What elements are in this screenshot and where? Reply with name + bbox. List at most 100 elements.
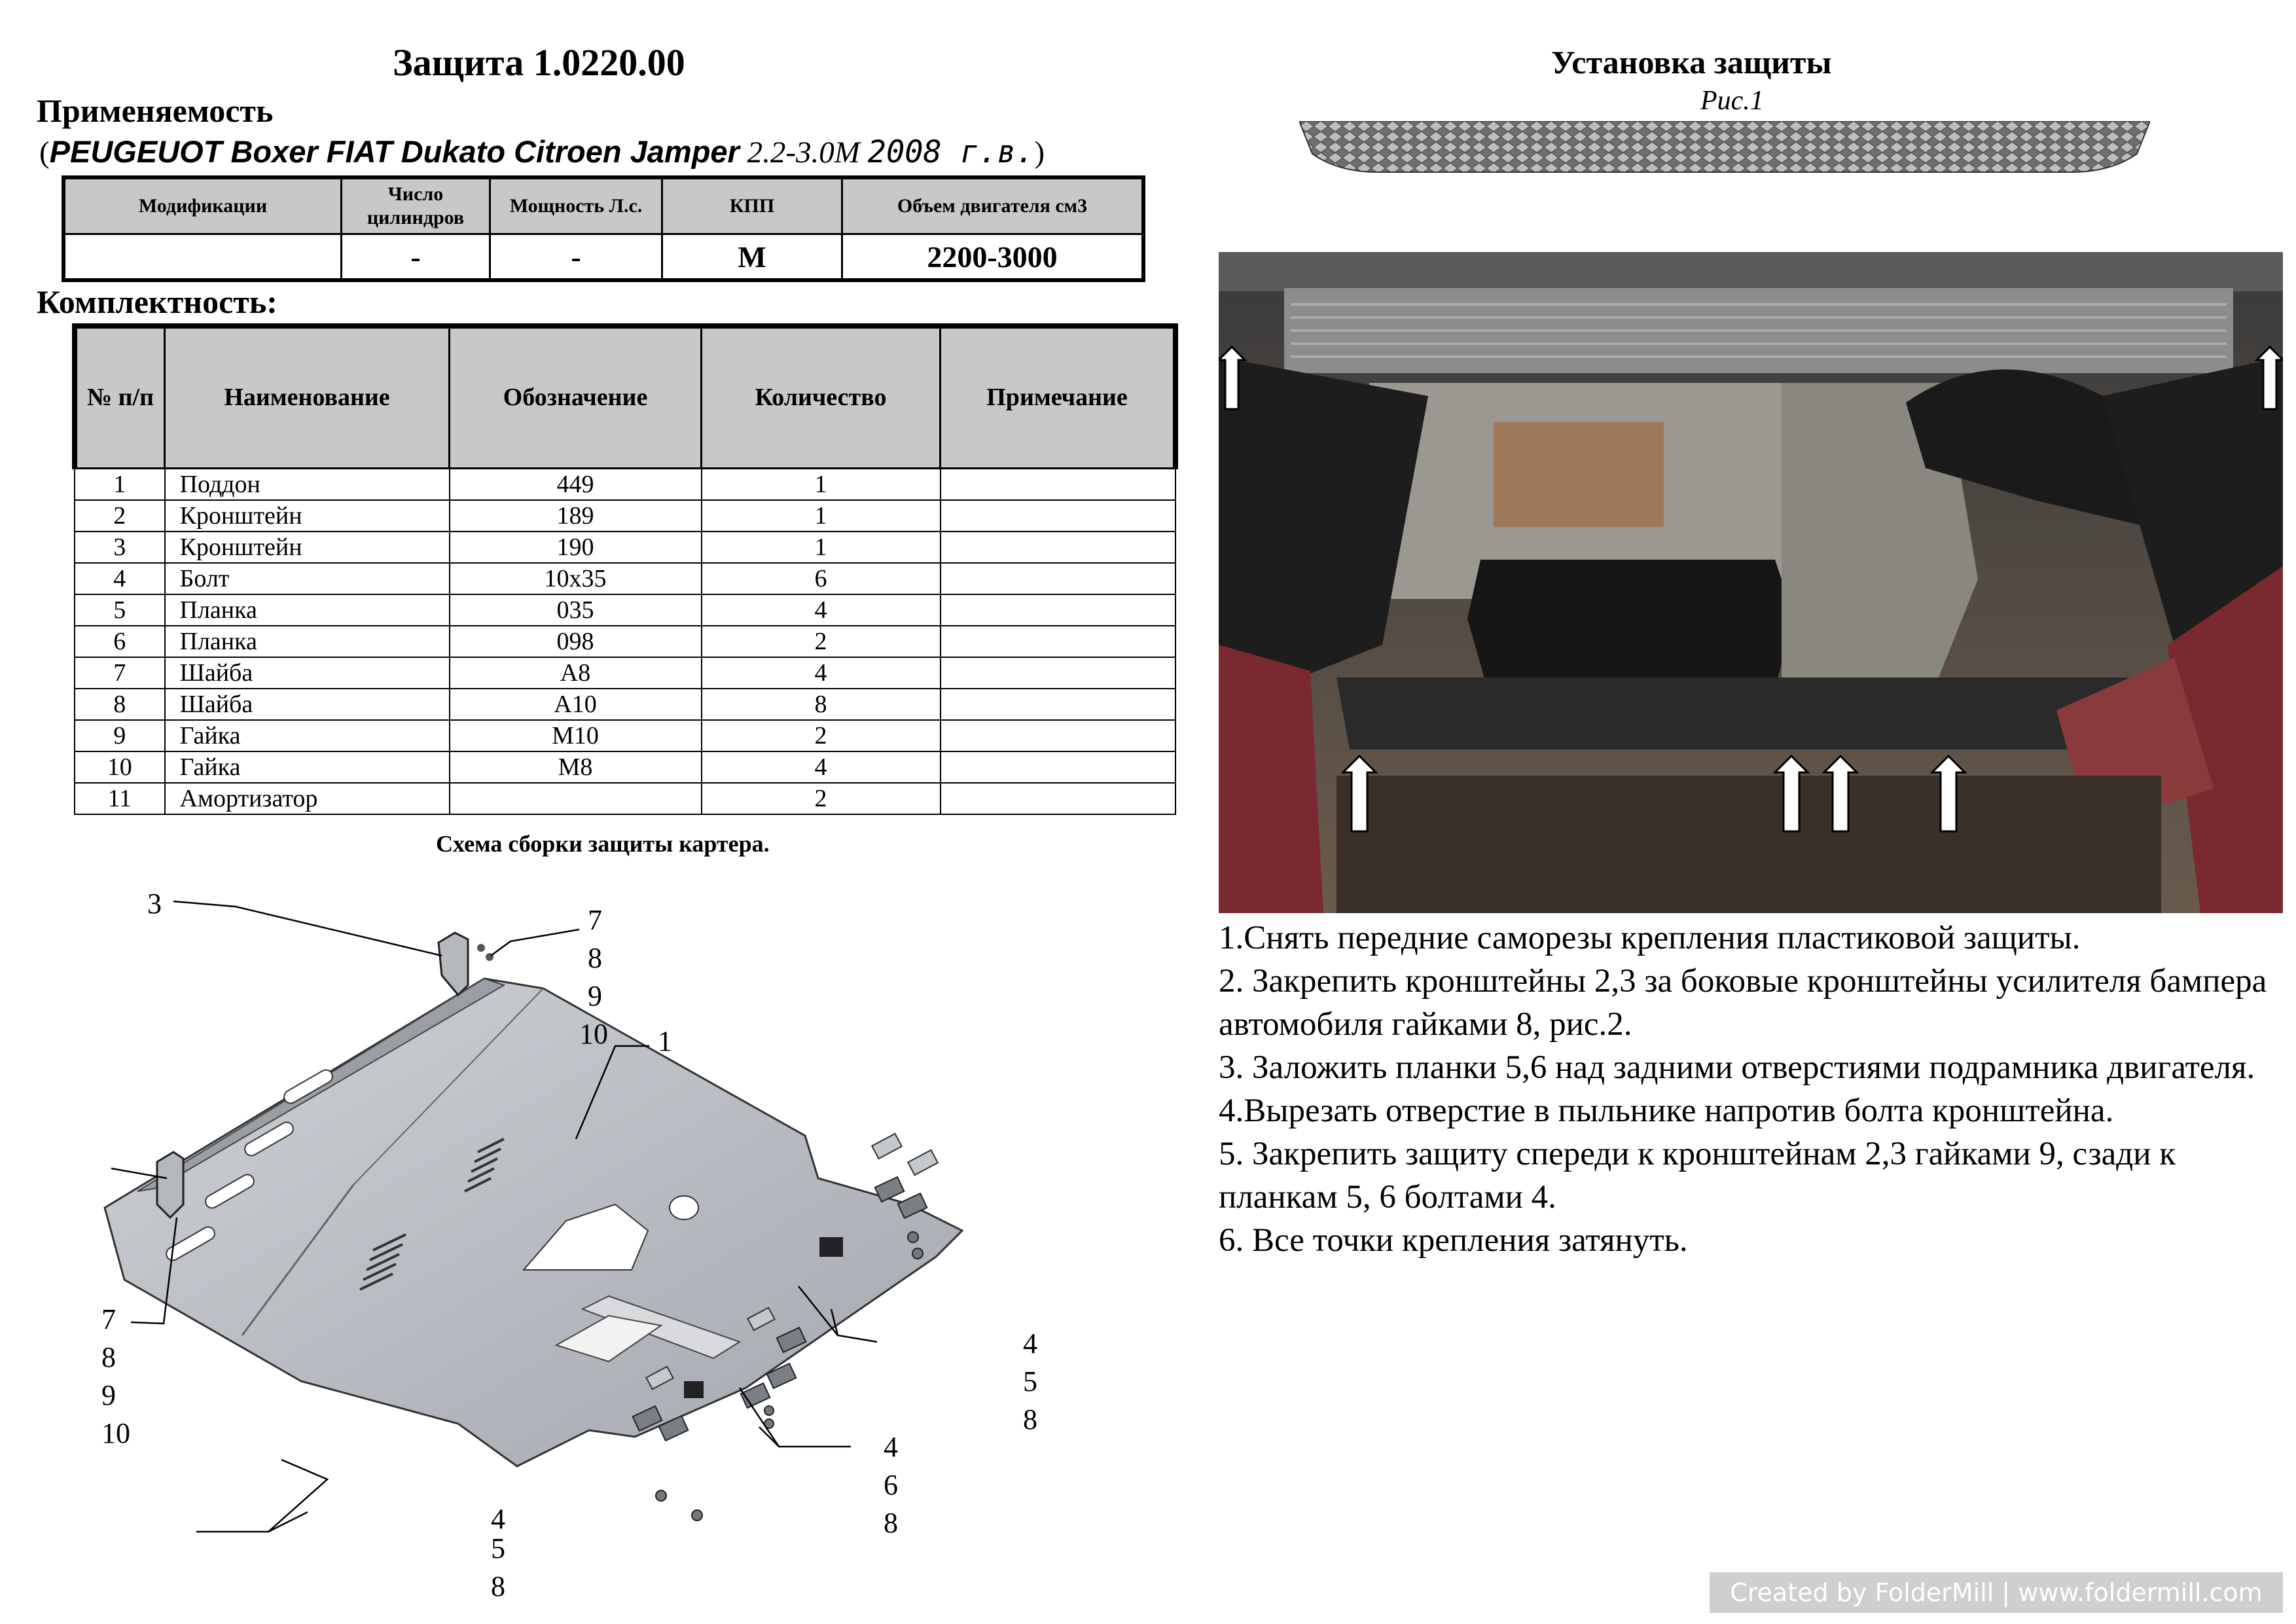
kit-cell: 7: [74, 657, 166, 689]
bracket-3-fasteners: [477, 944, 493, 961]
kit-cell: М8: [448, 751, 702, 784]
kit-cell: Шайба: [164, 688, 450, 721]
kit-cell: 4: [700, 657, 941, 689]
kit-cell: Планка: [164, 594, 450, 626]
vehicle-models: (PEUGEUOT Boxer FIAT Dukato Citroen Jamp…: [39, 134, 1045, 170]
bumper-block: [819, 1237, 843, 1257]
kit-cell: 4: [700, 751, 941, 784]
spec-header: Объем двигателя см3: [841, 176, 1145, 235]
kit-cell: 098: [448, 625, 702, 658]
leader-lines: [111, 900, 878, 1533]
kit-header: Обозначение: [448, 323, 702, 469]
loose-plates: [645, 1132, 939, 1390]
kit-cell: 1: [700, 531, 941, 564]
arrow-up-icon: [1340, 754, 1378, 833]
kit-cell: 2: [700, 625, 941, 658]
kit-header: Количество: [700, 323, 941, 469]
watermark: Created by FolderMill | www.foldermill.c…: [1710, 1572, 2283, 1613]
label-3: 3: [147, 888, 162, 920]
figure-label: Рис.1: [1700, 86, 1764, 116]
plate-recess: [581, 1295, 742, 1360]
bracket-2: [156, 1151, 185, 1219]
label-8-bottom-text: 8: [491, 1570, 505, 1602]
plate-slots: [166, 1069, 333, 1261]
kit-cell: Шайба: [164, 657, 450, 689]
label-4-mid: 4: [884, 1431, 898, 1463]
kit-cell: 11: [74, 782, 166, 815]
kit-table: № п/п Наименование Обозначение Количеств…: [72, 323, 1178, 815]
spec-cell: 2200-3000: [841, 233, 1145, 281]
kit-label: Комплектность:: [37, 283, 278, 320]
plate-window: [554, 1314, 663, 1363]
label-5-right: 5: [1023, 1365, 1037, 1398]
oil-pan: [1467, 560, 1795, 710]
bolts: [655, 1231, 924, 1521]
kit-cell: 4: [700, 594, 941, 626]
kit-cell: [448, 782, 702, 815]
bracket-3: [437, 931, 469, 997]
bumper-block: [684, 1381, 704, 1398]
kit-cell: 2: [74, 499, 166, 532]
kit-header: Наименование: [164, 323, 450, 469]
spec-header: Число цилиндров: [340, 176, 491, 235]
label-10-left: 10: [101, 1417, 130, 1449]
kit-cell: Болт: [164, 562, 450, 595]
kit-cell: [939, 657, 1176, 689]
document-title: Защита 1.0220.00: [393, 41, 685, 84]
plate-cutout: [522, 1203, 649, 1271]
kit-cell: 1: [74, 467, 166, 501]
arrow-up-icon: [2254, 345, 2283, 410]
label-6-mid: 6: [884, 1469, 898, 1501]
spec-cell: -: [489, 233, 663, 281]
install-title: Установка защиты: [1551, 44, 1832, 81]
kit-cell: [939, 562, 1176, 595]
step-2: 2. Закрепить кронштейны 2,3 за боковые к…: [1219, 963, 2267, 1043]
step-5: 5. Закрепить защиту спереди к кронштейна…: [1219, 1136, 2176, 1216]
step-1: 1.Снять передние саморезы крепления плас…: [1219, 920, 2081, 956]
label-8-top: 8: [588, 942, 602, 974]
kit-cell: [939, 719, 1176, 752]
kit-cell: [939, 625, 1176, 658]
label-8-left: 8: [101, 1341, 116, 1373]
kit-cell: 9: [74, 719, 166, 752]
arrow-up-icon: [1821, 754, 1859, 833]
mount-arrows: [1219, 345, 2283, 833]
spec-cell: М: [661, 233, 843, 281]
kit-cell: 8: [700, 688, 941, 721]
step-4: 4.Вырезать отверстие в пыльнике напротив…: [1219, 1092, 2114, 1129]
kit-cell: [939, 531, 1176, 564]
drawing-labels: 3 7 8 9 10 1 2 7 8 9 10 4 5 8 4 6 8 4 5: [101, 888, 1037, 1539]
models-open: (: [39, 135, 50, 170]
skid-plate: [103, 977, 964, 1468]
label-8-mid: 8: [884, 1507, 898, 1539]
kit-cell: [939, 499, 1176, 532]
models-brands: PEUGEUOT Boxer FIAT Dukato Citroen Jampe…: [49, 134, 740, 169]
label-9-left: 9: [101, 1379, 116, 1411]
kit-cell: 10: [74, 751, 166, 784]
arrow-up-icon: [1772, 754, 1810, 833]
kit-cell: [939, 594, 1176, 626]
kit-cell: 190: [448, 531, 702, 564]
kit-cell: 1: [700, 499, 941, 532]
radiator-fins: [1291, 303, 2227, 358]
arrow-up-icon: [1219, 345, 1247, 410]
kit-cell: Поддон: [164, 467, 450, 501]
kit-header: Примечание: [939, 323, 1178, 469]
label-7-top: 7: [588, 904, 602, 936]
kit-cell: [939, 688, 1176, 721]
step-6: 6. Все точки крепления затянуть.: [1219, 1222, 1688, 1259]
schema-caption: Схема сборки защиты картера.: [436, 831, 770, 857]
kit-cell: М10: [448, 719, 702, 752]
kit-cell: [939, 782, 1176, 815]
kit-cell: 4: [74, 562, 166, 595]
kit-cell: 035: [448, 594, 702, 626]
kit-cell: Амортизатор: [164, 782, 450, 815]
kit-cell: Кронштейн: [164, 499, 450, 532]
kit-cell: 6: [74, 625, 166, 658]
